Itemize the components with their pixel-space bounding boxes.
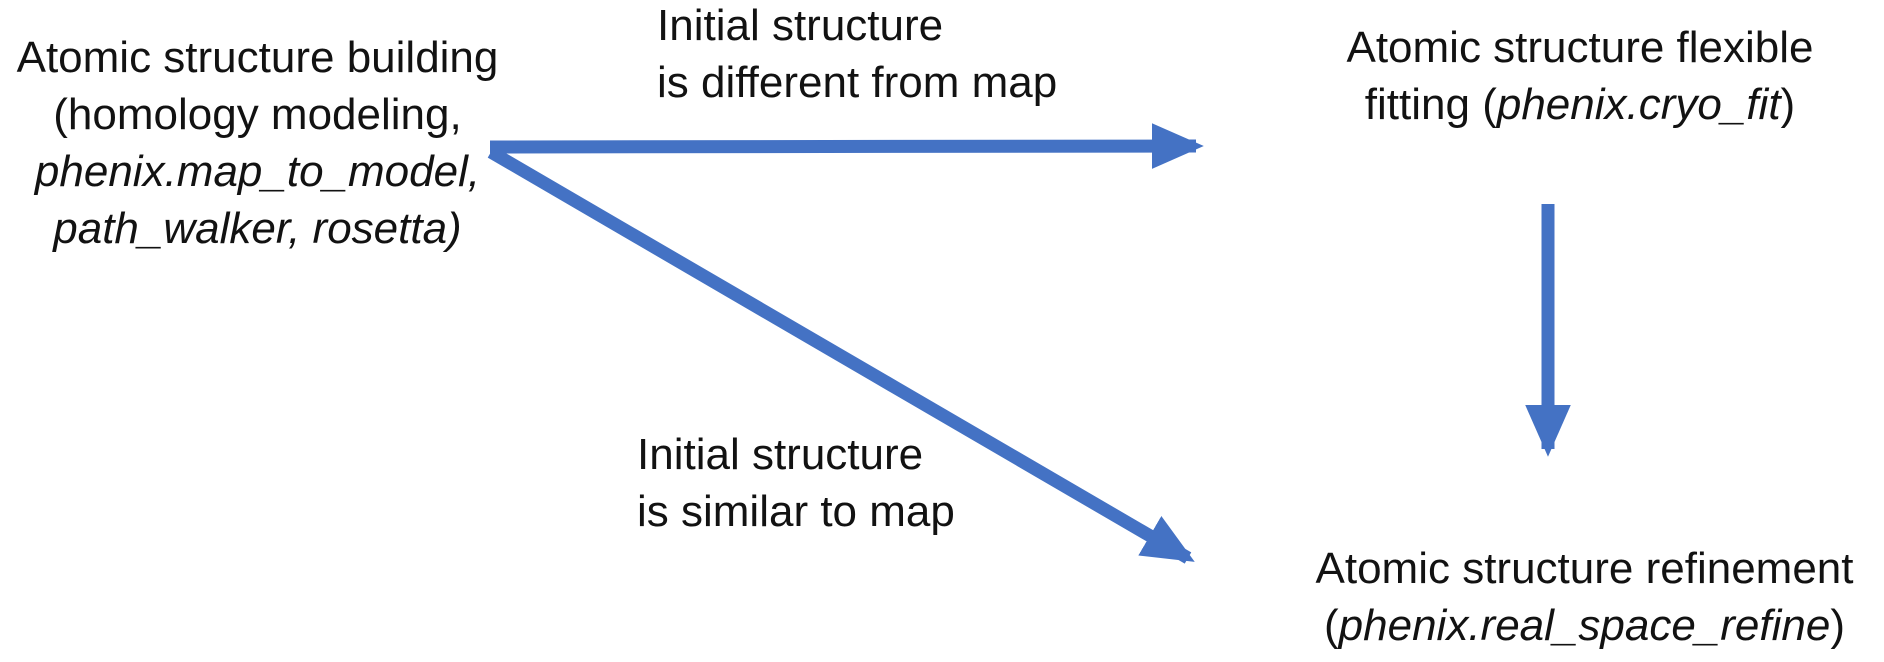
node-flexible-fitting: Atomic structure flexible fitting (pheni… xyxy=(1290,19,1870,133)
node-refinement-line2-prefix: ( xyxy=(1324,601,1339,650)
node-structure-building-line1: Atomic structure building xyxy=(16,33,499,82)
node-structure-building-line3: phenix.map_to_model, xyxy=(34,147,481,196)
node-flexible-fitting-line2-suffix: ) xyxy=(1780,80,1796,129)
node-flexible-fitting-line2-prefix: fitting ( xyxy=(1364,80,1497,129)
edge-label-different-line1: Initial structure xyxy=(657,1,944,50)
node-flexible-fitting-program: phenix.cryo_fit xyxy=(1496,80,1781,129)
edge-label-different-line2: is different from map xyxy=(657,58,1058,107)
arrow-building-to-refinement xyxy=(487,146,1195,564)
edge-label-similar-line2: is similar to map xyxy=(637,487,955,536)
node-structure-building-line4: path_walker, rosetta) xyxy=(53,204,462,253)
edge-label-different-from-map: Initial structure is different from map xyxy=(657,0,1057,111)
node-refinement: Atomic structure refinement (phenix.real… xyxy=(1285,540,1884,654)
node-refinement-line1: Atomic structure refinement xyxy=(1315,544,1854,593)
node-refinement-program: phenix.real_space_refine xyxy=(1338,601,1831,650)
edge-label-similar-line1: Initial structure xyxy=(637,430,924,479)
edge-label-similar-to-map: Initial structure is similar to map xyxy=(637,426,955,540)
arrow-building-to-fitting xyxy=(489,123,1204,169)
node-flexible-fitting-line2: fitting (phenix.cryo_fit) xyxy=(1290,76,1870,133)
node-flexible-fitting-line1: Atomic structure flexible xyxy=(1346,23,1814,72)
node-structure-building-line2: (homology modeling, xyxy=(53,90,462,139)
node-refinement-line2-suffix: ) xyxy=(1830,601,1845,650)
node-refinement-line2: (phenix.real_space_refine) xyxy=(1285,597,1884,654)
node-structure-building: Atomic structure building (homology mode… xyxy=(0,29,515,257)
